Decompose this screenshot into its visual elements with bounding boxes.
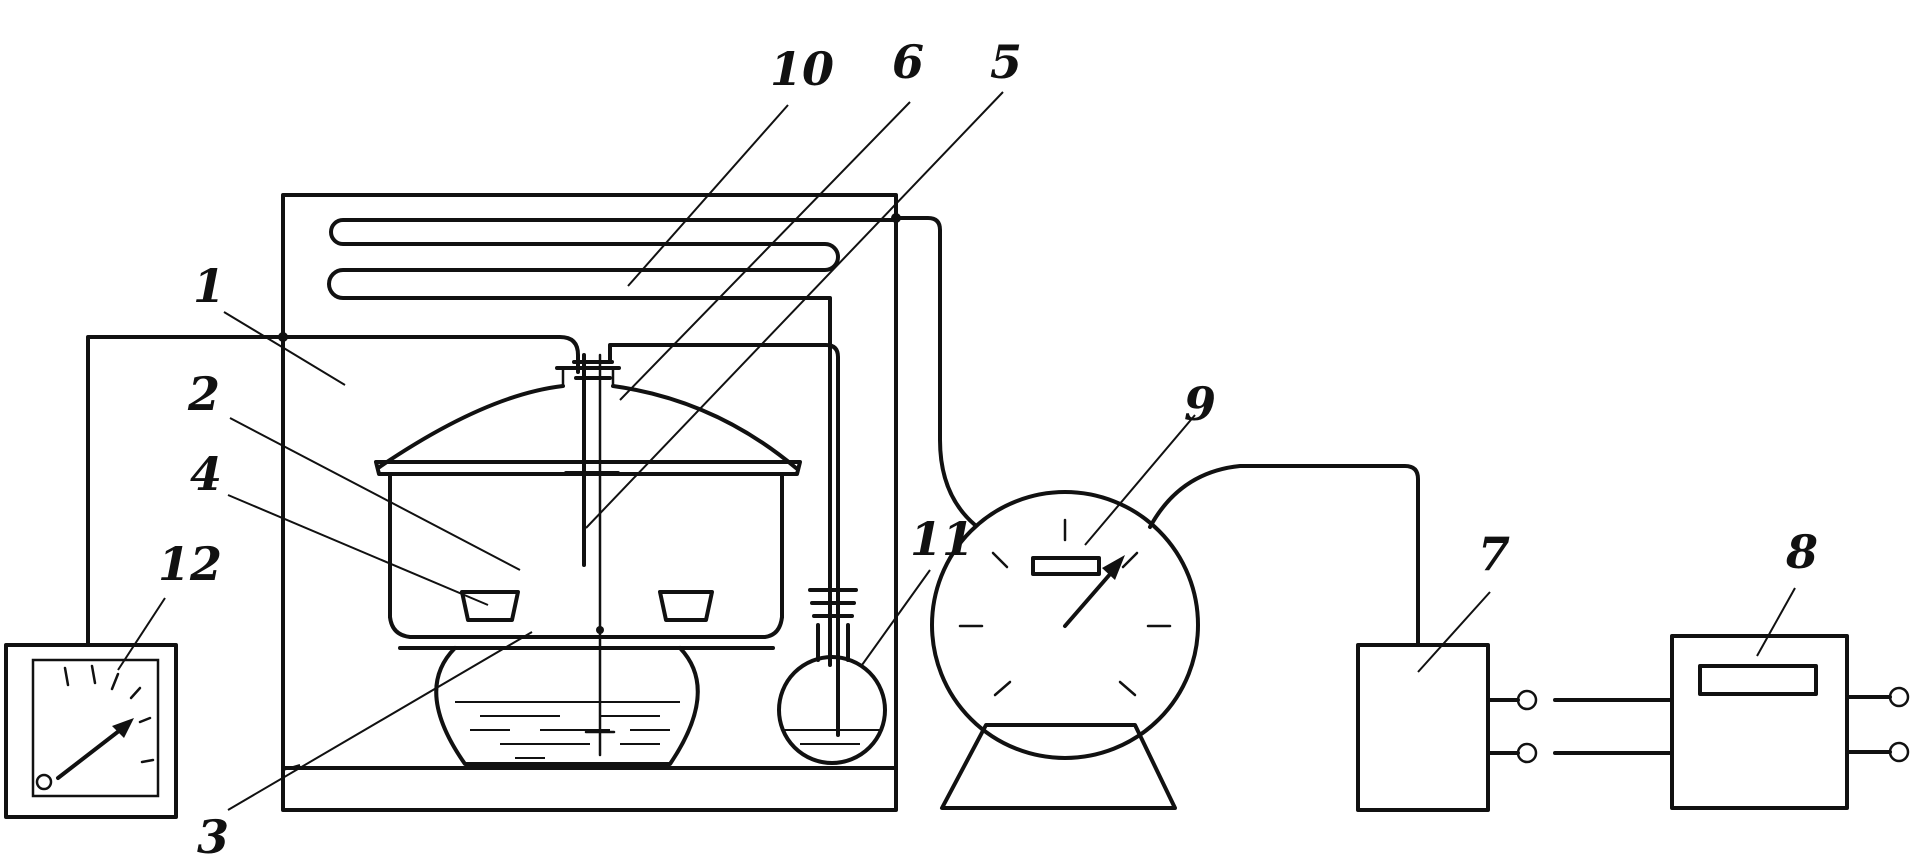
label-6: 6	[892, 35, 924, 89]
heating-coil	[327, 218, 898, 667]
desiccator	[374, 366, 802, 766]
leader-lines	[117, 91, 1796, 811]
connecting-tube	[608, 343, 840, 737]
label-7: 7	[1478, 527, 1510, 581]
meter-wiring	[86, 213, 901, 647]
round-flask	[777, 588, 887, 765]
label-4: 4	[190, 447, 222, 501]
stirrer-tube	[564, 353, 620, 757]
labels: 1 2 3 4 5 6 7 8 9 10 11 12	[158, 35, 1818, 864]
recorder-unit	[1670, 634, 1910, 810]
label-12: 12	[158, 537, 222, 591]
desiccator-liquid	[455, 701, 680, 759]
label-9: 9	[1184, 377, 1216, 431]
label-11: 11	[910, 512, 974, 566]
label-3: 3	[197, 810, 229, 864]
label-1: 1	[193, 259, 225, 313]
thermostat-cabinet	[281, 193, 898, 812]
label-5: 5	[990, 35, 1022, 89]
electric-meter	[4, 643, 178, 819]
control-unit	[1356, 643, 1674, 812]
gas-meter	[894, 216, 1420, 810]
label-2: 2	[187, 367, 220, 421]
label-8: 8	[1785, 525, 1818, 579]
sample-cups	[460, 590, 714, 622]
label-10: 10	[770, 42, 834, 96]
